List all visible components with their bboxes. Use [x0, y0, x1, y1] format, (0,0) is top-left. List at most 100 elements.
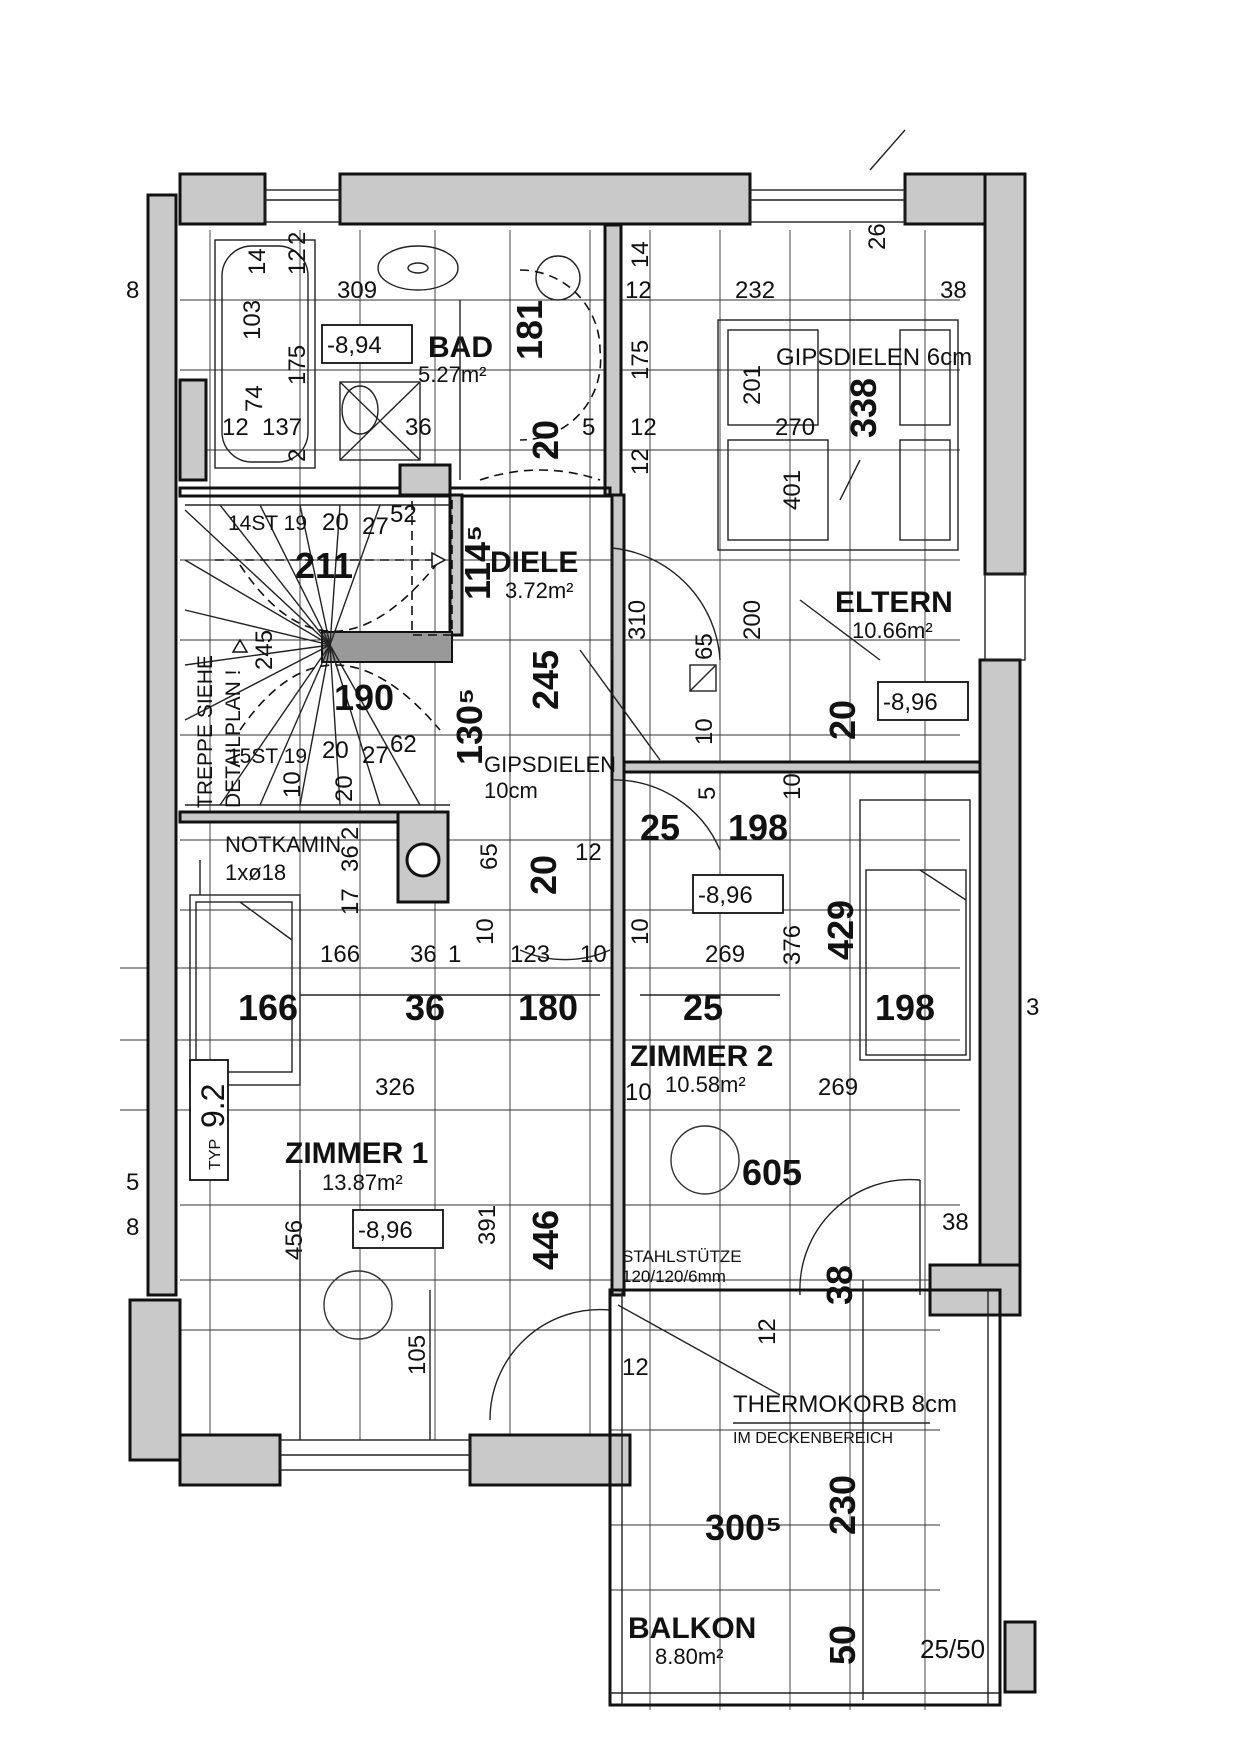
dim-10: 10	[580, 941, 607, 968]
dim-269: 269	[818, 1074, 858, 1101]
dim-20-bad: 20	[525, 420, 566, 460]
room-area-eltern: 10.66m²	[852, 618, 933, 643]
dim-245: 245	[251, 630, 278, 670]
dim-166: 166	[320, 941, 360, 968]
dim-338: 338	[843, 378, 884, 438]
room-area-balkon: 8.80m²	[655, 1644, 723, 1669]
dim-36: 36	[410, 941, 437, 968]
dim-65: 65	[476, 843, 503, 870]
dim-20: 20	[322, 509, 349, 536]
dim-2: 2	[337, 827, 364, 840]
dim-38-balkon: 38	[819, 1265, 860, 1305]
dim-190: 190	[334, 677, 394, 718]
dim-27: 27	[362, 742, 389, 769]
dim-232: 232	[735, 277, 775, 304]
dim-1: 1	[448, 941, 461, 968]
dim-3: 3	[1026, 994, 1039, 1021]
note-thermokorb-a: THERMOKORB 8cm	[733, 1391, 957, 1418]
room-name-diele: DIELE	[490, 546, 578, 579]
doors	[489, 547, 921, 1421]
dim-38: 38	[942, 1209, 969, 1236]
dim-181: 181	[509, 300, 550, 360]
bathroom-fixtures	[214, 239, 602, 481]
dim-36: 36	[337, 845, 364, 872]
dim-270: 270	[775, 414, 815, 441]
dim-201: 201	[739, 365, 766, 405]
windows	[264, 189, 1026, 1471]
room-area-zimmer1: 13.87m²	[322, 1170, 403, 1195]
dim-456: 456	[281, 1220, 308, 1260]
dim-52: 52	[390, 501, 417, 528]
outer-walls	[128, 172, 1037, 1694]
dim-10: 10	[279, 771, 306, 798]
dim-429: 429	[820, 900, 861, 960]
zimmer2-level-box	[692, 874, 784, 914]
dim-12: 12	[625, 277, 652, 304]
dim-25-b: 25	[683, 987, 723, 1028]
dim-175: 175	[284, 345, 311, 385]
dim-137: 137	[262, 414, 302, 441]
typ-value: 9.2	[195, 1084, 231, 1128]
dim-2: 2	[284, 449, 311, 462]
dim-175: 175	[627, 340, 654, 380]
level-zimmer1: -8,96	[358, 1217, 413, 1244]
level-bad: -8,94	[327, 332, 382, 359]
dim-12: 12	[630, 414, 657, 441]
eltern-level-box	[877, 681, 969, 721]
note-notkamin-b: 1xø18	[225, 860, 286, 885]
dim-20: 20	[331, 775, 358, 802]
dim-10: 10	[691, 718, 718, 745]
dim-12: 12	[284, 248, 311, 275]
dim-391: 391	[474, 1205, 501, 1245]
dim-605: 605	[742, 1152, 802, 1193]
dim-8: 8	[126, 1214, 139, 1241]
dim-38: 38	[940, 277, 967, 304]
dim-26: 26	[864, 223, 891, 250]
chimney-icon	[405, 842, 441, 878]
level-eltern: -8,96	[883, 689, 938, 716]
dim-198-b: 198	[875, 987, 935, 1028]
note-thermokorb-b: IM DECKENBEREICH	[733, 1430, 893, 1447]
dim-65: 65	[691, 633, 718, 660]
level-zimmer2: -8,96	[698, 882, 753, 909]
dim-10: 10	[779, 773, 806, 800]
dim-12: 12	[622, 1354, 649, 1381]
dim-12: 12	[575, 839, 602, 866]
dim-5: 5	[694, 787, 721, 800]
dim-166: 166	[238, 987, 298, 1028]
room-name-zimmer2: ZIMMER 2	[630, 1040, 773, 1073]
room-area-zimmer2: 10.58m²	[665, 1072, 746, 1097]
dim-62: 62	[390, 731, 417, 758]
dim-36: 36	[405, 987, 445, 1028]
dim-245: 245	[525, 650, 566, 710]
dim-269: 269	[705, 941, 745, 968]
dim-10: 10	[625, 1079, 652, 1106]
reference-grid	[120, 230, 960, 1710]
room-name-eltern: ELTERN	[835, 586, 953, 619]
zimmer1-bed	[189, 860, 301, 1086]
room-name-zimmer1: ZIMMER 1	[285, 1137, 428, 1170]
dim-401: 401	[779, 470, 806, 510]
dim-10: 10	[627, 918, 654, 945]
dim-230: 230	[822, 1475, 863, 1535]
dim-326: 326	[375, 1074, 415, 1101]
dim-211: 211	[295, 545, 353, 586]
dim-12: 12	[222, 414, 249, 441]
room-area-diele: 3.72m²	[505, 578, 573, 603]
room-area-bad: 5.27m²	[418, 362, 486, 387]
pillar-size: 25/50	[920, 1634, 985, 1664]
dim-14: 14	[244, 248, 271, 275]
staircase	[184, 494, 453, 806]
dim-8: 8	[126, 277, 139, 304]
bad-level-box	[321, 324, 413, 364]
zimmer2-bed	[859, 799, 971, 1061]
dim-5: 5	[126, 1169, 139, 1196]
dim-36: 36	[405, 414, 432, 441]
dim-2: 2	[284, 232, 311, 245]
dim-5: 5	[582, 414, 595, 441]
dim-17: 17	[337, 888, 364, 915]
dim-180: 180	[518, 987, 578, 1028]
dim-27: 27	[362, 513, 389, 540]
note-stahlstuetze-b: 120/120/6mm	[622, 1267, 726, 1286]
